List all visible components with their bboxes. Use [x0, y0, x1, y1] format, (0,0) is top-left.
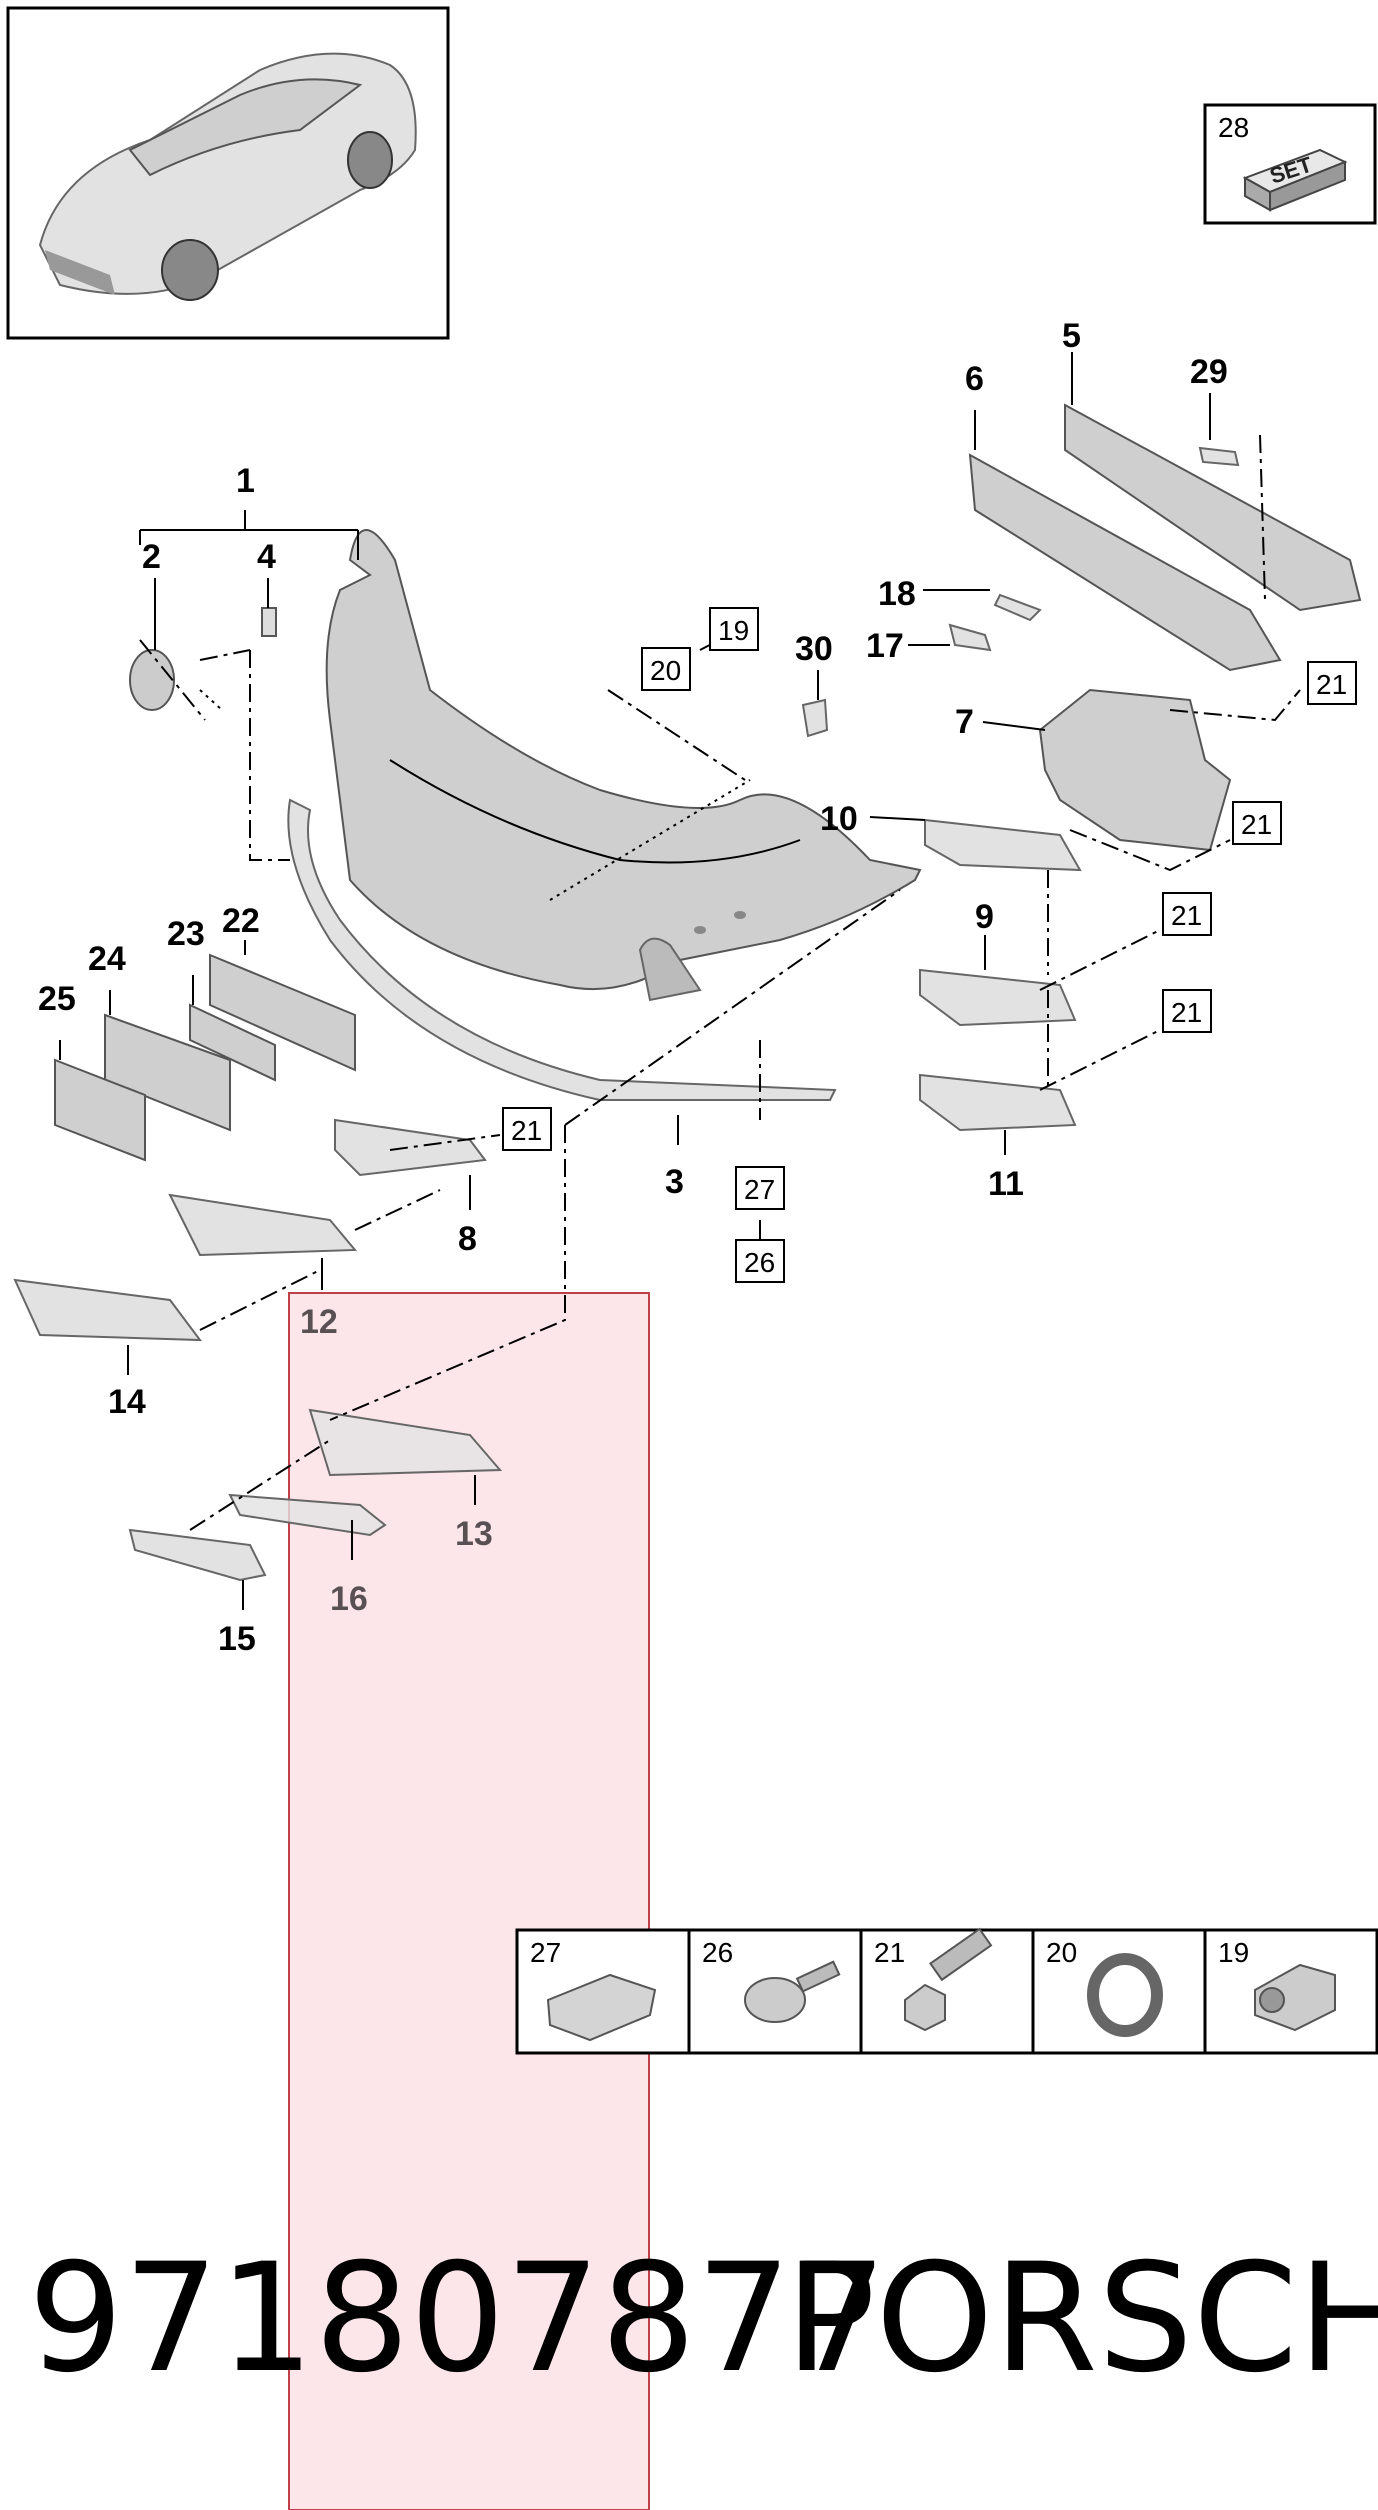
- grille-12: [168, 1193, 358, 1257]
- boxed-ref-21c: 21: [1162, 892, 1212, 936]
- grille-6: [968, 453, 1282, 672]
- bolt-21-icon: [904, 1983, 946, 2032]
- carrier-7: [1038, 688, 1232, 852]
- svg-text:21: 21: [1316, 669, 1347, 700]
- callout-numbers: 1 2 3 4 5 6 7 8 9 10 11 12 13 14 15 16 1…: [38, 317, 1228, 1658]
- leader-lines: [59, 352, 1211, 1610]
- callout-10: 10: [820, 800, 858, 838]
- svg-text:28: 28: [1218, 112, 1249, 143]
- legend-26: 26: [702, 1937, 733, 1968]
- nut-20-icon: [1087, 1953, 1163, 2037]
- legend-27: 27: [530, 1937, 561, 1968]
- callout-2: 2: [142, 538, 161, 576]
- callout-25: 25: [38, 980, 76, 1018]
- callout-12: 12: [300, 1303, 338, 1341]
- air-guide-10: [924, 818, 1082, 872]
- trim-15: [128, 1528, 267, 1582]
- plate-24: [104, 1013, 231, 1132]
- grille-13: [308, 1408, 503, 1477]
- car-thumbnail: [6, 6, 450, 340]
- callout-6: 6: [965, 360, 984, 398]
- legend-19: 19: [1218, 1937, 1249, 1968]
- svg-text:27: 27: [744, 1174, 775, 1205]
- legend-20: 20: [1046, 1937, 1077, 1968]
- boxed-ref-21e: 21: [502, 1107, 552, 1151]
- callout-30: 30: [795, 630, 833, 668]
- tow-cover-2: [129, 649, 175, 711]
- dashed-leaders: [139, 434, 1301, 1531]
- svg-text:21: 21: [1171, 900, 1202, 931]
- svg-text:21: 21: [1241, 809, 1272, 840]
- sensor-19-icon: [1254, 1963, 1336, 2032]
- sensor-holder-30: [801, 698, 829, 738]
- plate-22: [209, 953, 356, 1072]
- callout-11: 11: [988, 1165, 1024, 1203]
- plate-25: [54, 1058, 146, 1162]
- callout-7: 7: [955, 703, 974, 741]
- boxed-ref-21a: 21: [1307, 661, 1357, 705]
- callout-24: 24: [88, 940, 126, 978]
- boxed-ref-21d: 21: [1162, 989, 1212, 1033]
- callout-8: 8: [458, 1220, 477, 1258]
- legend-21: 21: [874, 1937, 905, 1968]
- clip-29: [1198, 446, 1240, 467]
- bumper-cover: [325, 529, 922, 1002]
- callout-23: 23: [167, 915, 205, 953]
- boxed-ref-27: 27: [735, 1166, 785, 1210]
- callout-17: 17: [866, 627, 904, 665]
- air-guide-9: [919, 968, 1077, 1027]
- highlight-region: [288, 1292, 650, 2510]
- svg-text:19: 19: [718, 615, 749, 646]
- screw-26-icon: [744, 1977, 806, 2023]
- callout-5: 5: [1062, 317, 1081, 355]
- svg-text:21: 21: [1171, 997, 1202, 1028]
- callout-4: 4: [257, 538, 276, 576]
- hardware-legend: 27 26 21 20 19: [515, 1927, 1378, 2055]
- svg-text:21: 21: [511, 1115, 542, 1146]
- part-number: 971807877: [28, 2232, 887, 2406]
- boxed-ref-19: 19: [709, 607, 759, 651]
- bracket-18: [993, 593, 1042, 622]
- set-box-28: 28 SET: [1203, 103, 1377, 225]
- trim-16: [228, 1493, 387, 1537]
- callout-16: 16: [330, 1580, 368, 1618]
- lower-spoiler: [287, 798, 837, 1101]
- callout-1: 1: [236, 462, 255, 500]
- plate-23: [189, 1003, 276, 1082]
- boxed-ref-20: 20: [641, 647, 691, 691]
- callout-9: 9: [975, 898, 994, 936]
- callout-15: 15: [218, 1620, 256, 1658]
- callout-22: 22: [222, 902, 260, 940]
- grille-8: [334, 1118, 487, 1177]
- bracket-17: [948, 623, 992, 652]
- svg-text:26: 26: [744, 1247, 775, 1278]
- brand-name: PORSCHE: [785, 2232, 1378, 2406]
- callout-3: 3: [665, 1163, 684, 1201]
- svg-text:20: 20: [650, 655, 681, 686]
- boxed-ref-21b: 21: [1232, 801, 1282, 845]
- callout-14: 14: [108, 1383, 146, 1421]
- bracket-4: [261, 607, 277, 637]
- grille-14: [13, 1278, 203, 1342]
- callout-29: 29: [1190, 353, 1228, 391]
- boxed-ref-26: 26: [735, 1239, 785, 1283]
- callout-18: 18: [878, 575, 916, 613]
- grille-5: [1064, 403, 1362, 612]
- callout-13: 13: [455, 1515, 493, 1553]
- clip-27-icon: [546, 1973, 657, 2042]
- air-guide-11: [919, 1073, 1077, 1132]
